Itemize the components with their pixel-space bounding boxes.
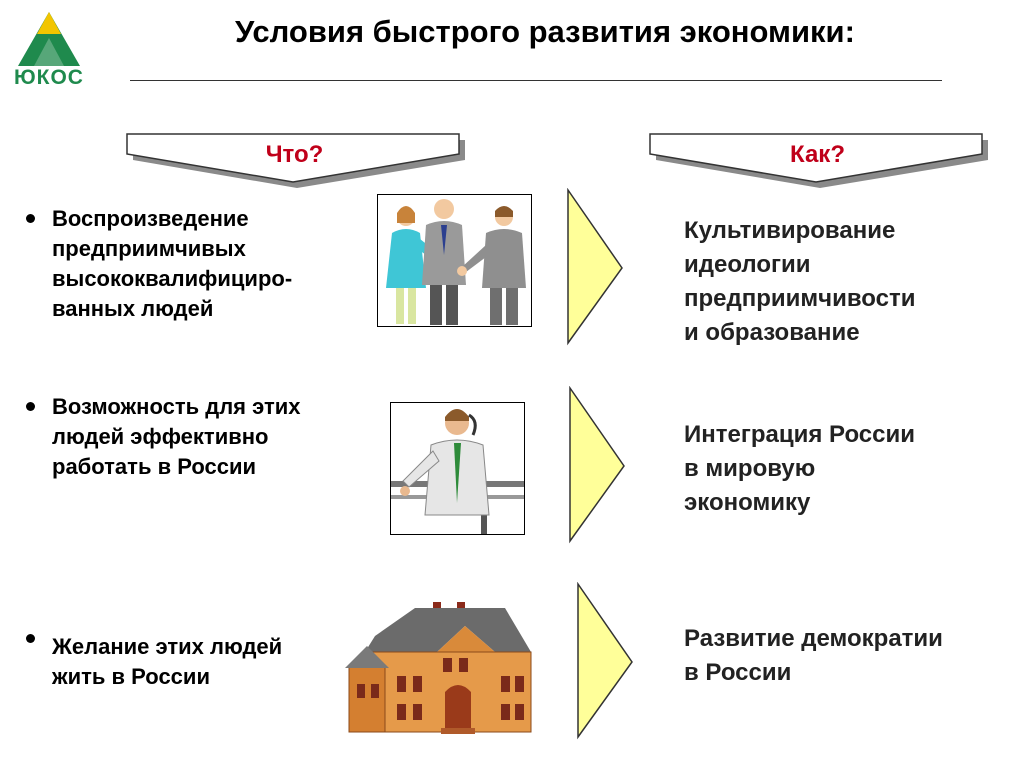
bullet-1 xyxy=(24,212,38,226)
row-3-condition: Желание этих людей жить в России xyxy=(52,632,372,692)
arrow-2-icon xyxy=(569,386,625,544)
row-1-condition: Воспроизведение предприимчивых высококва… xyxy=(52,204,372,324)
arrow-3-icon xyxy=(577,582,633,740)
how-header-label: Как? xyxy=(790,141,845,168)
title-divider xyxy=(130,80,942,81)
arrow-1-icon xyxy=(567,188,623,346)
house-icon xyxy=(345,602,532,734)
yukos-logo-icon xyxy=(18,12,80,66)
what-header-label: Что? xyxy=(265,141,324,168)
logo-text: ЮКОС xyxy=(14,66,84,89)
row-2-method-line: экономику xyxy=(684,489,811,516)
row-3-condition-line: Желание этих людей xyxy=(52,634,283,659)
row-2-method-line: в мировую xyxy=(684,455,816,482)
bullet-2 xyxy=(24,400,38,414)
row-1-method-line: идеологии xyxy=(684,251,811,278)
businessman-phone-icon xyxy=(390,402,525,535)
row-1-method: Культивирование идеологии предприимчивос… xyxy=(684,214,1004,350)
row-1-condition-line: ванных людей xyxy=(52,296,214,321)
row-1-method-line: Культивирование xyxy=(684,217,896,244)
people-handshake-icon xyxy=(377,194,532,327)
bullet-3 xyxy=(24,632,38,646)
what-header-banner xyxy=(126,133,465,188)
row-2-condition-line: людей эффективно xyxy=(52,424,269,449)
row-2-condition: Возможность для этих людей эффективно ра… xyxy=(52,392,372,482)
row-2-condition-line: Возможность для этих xyxy=(52,394,301,419)
how-header-banner xyxy=(649,133,988,188)
row-1-condition-line: предприимчивых xyxy=(52,236,246,261)
row-1-condition-line: Воспроизведение xyxy=(52,206,249,231)
row-3-method-line: Развитие демократии xyxy=(684,625,943,652)
row-1-condition-line: высококвалифициро- xyxy=(52,266,293,291)
row-3-condition-line: жить в России xyxy=(52,664,210,689)
row-1-method-line: и образование xyxy=(684,319,860,346)
row-3-method-line: в России xyxy=(684,659,792,686)
row-2-method: Интеграция России в мировую экономику xyxy=(684,418,1004,520)
row-3-method: Развитие демократии в России xyxy=(684,622,1004,690)
page-title: Условия быстрого развития экономики: xyxy=(235,14,855,49)
row-2-condition-line: работать в России xyxy=(52,454,257,479)
row-1-method-line: предприимчивости xyxy=(684,285,916,312)
row-2-method-line: Интеграция России xyxy=(684,421,915,448)
